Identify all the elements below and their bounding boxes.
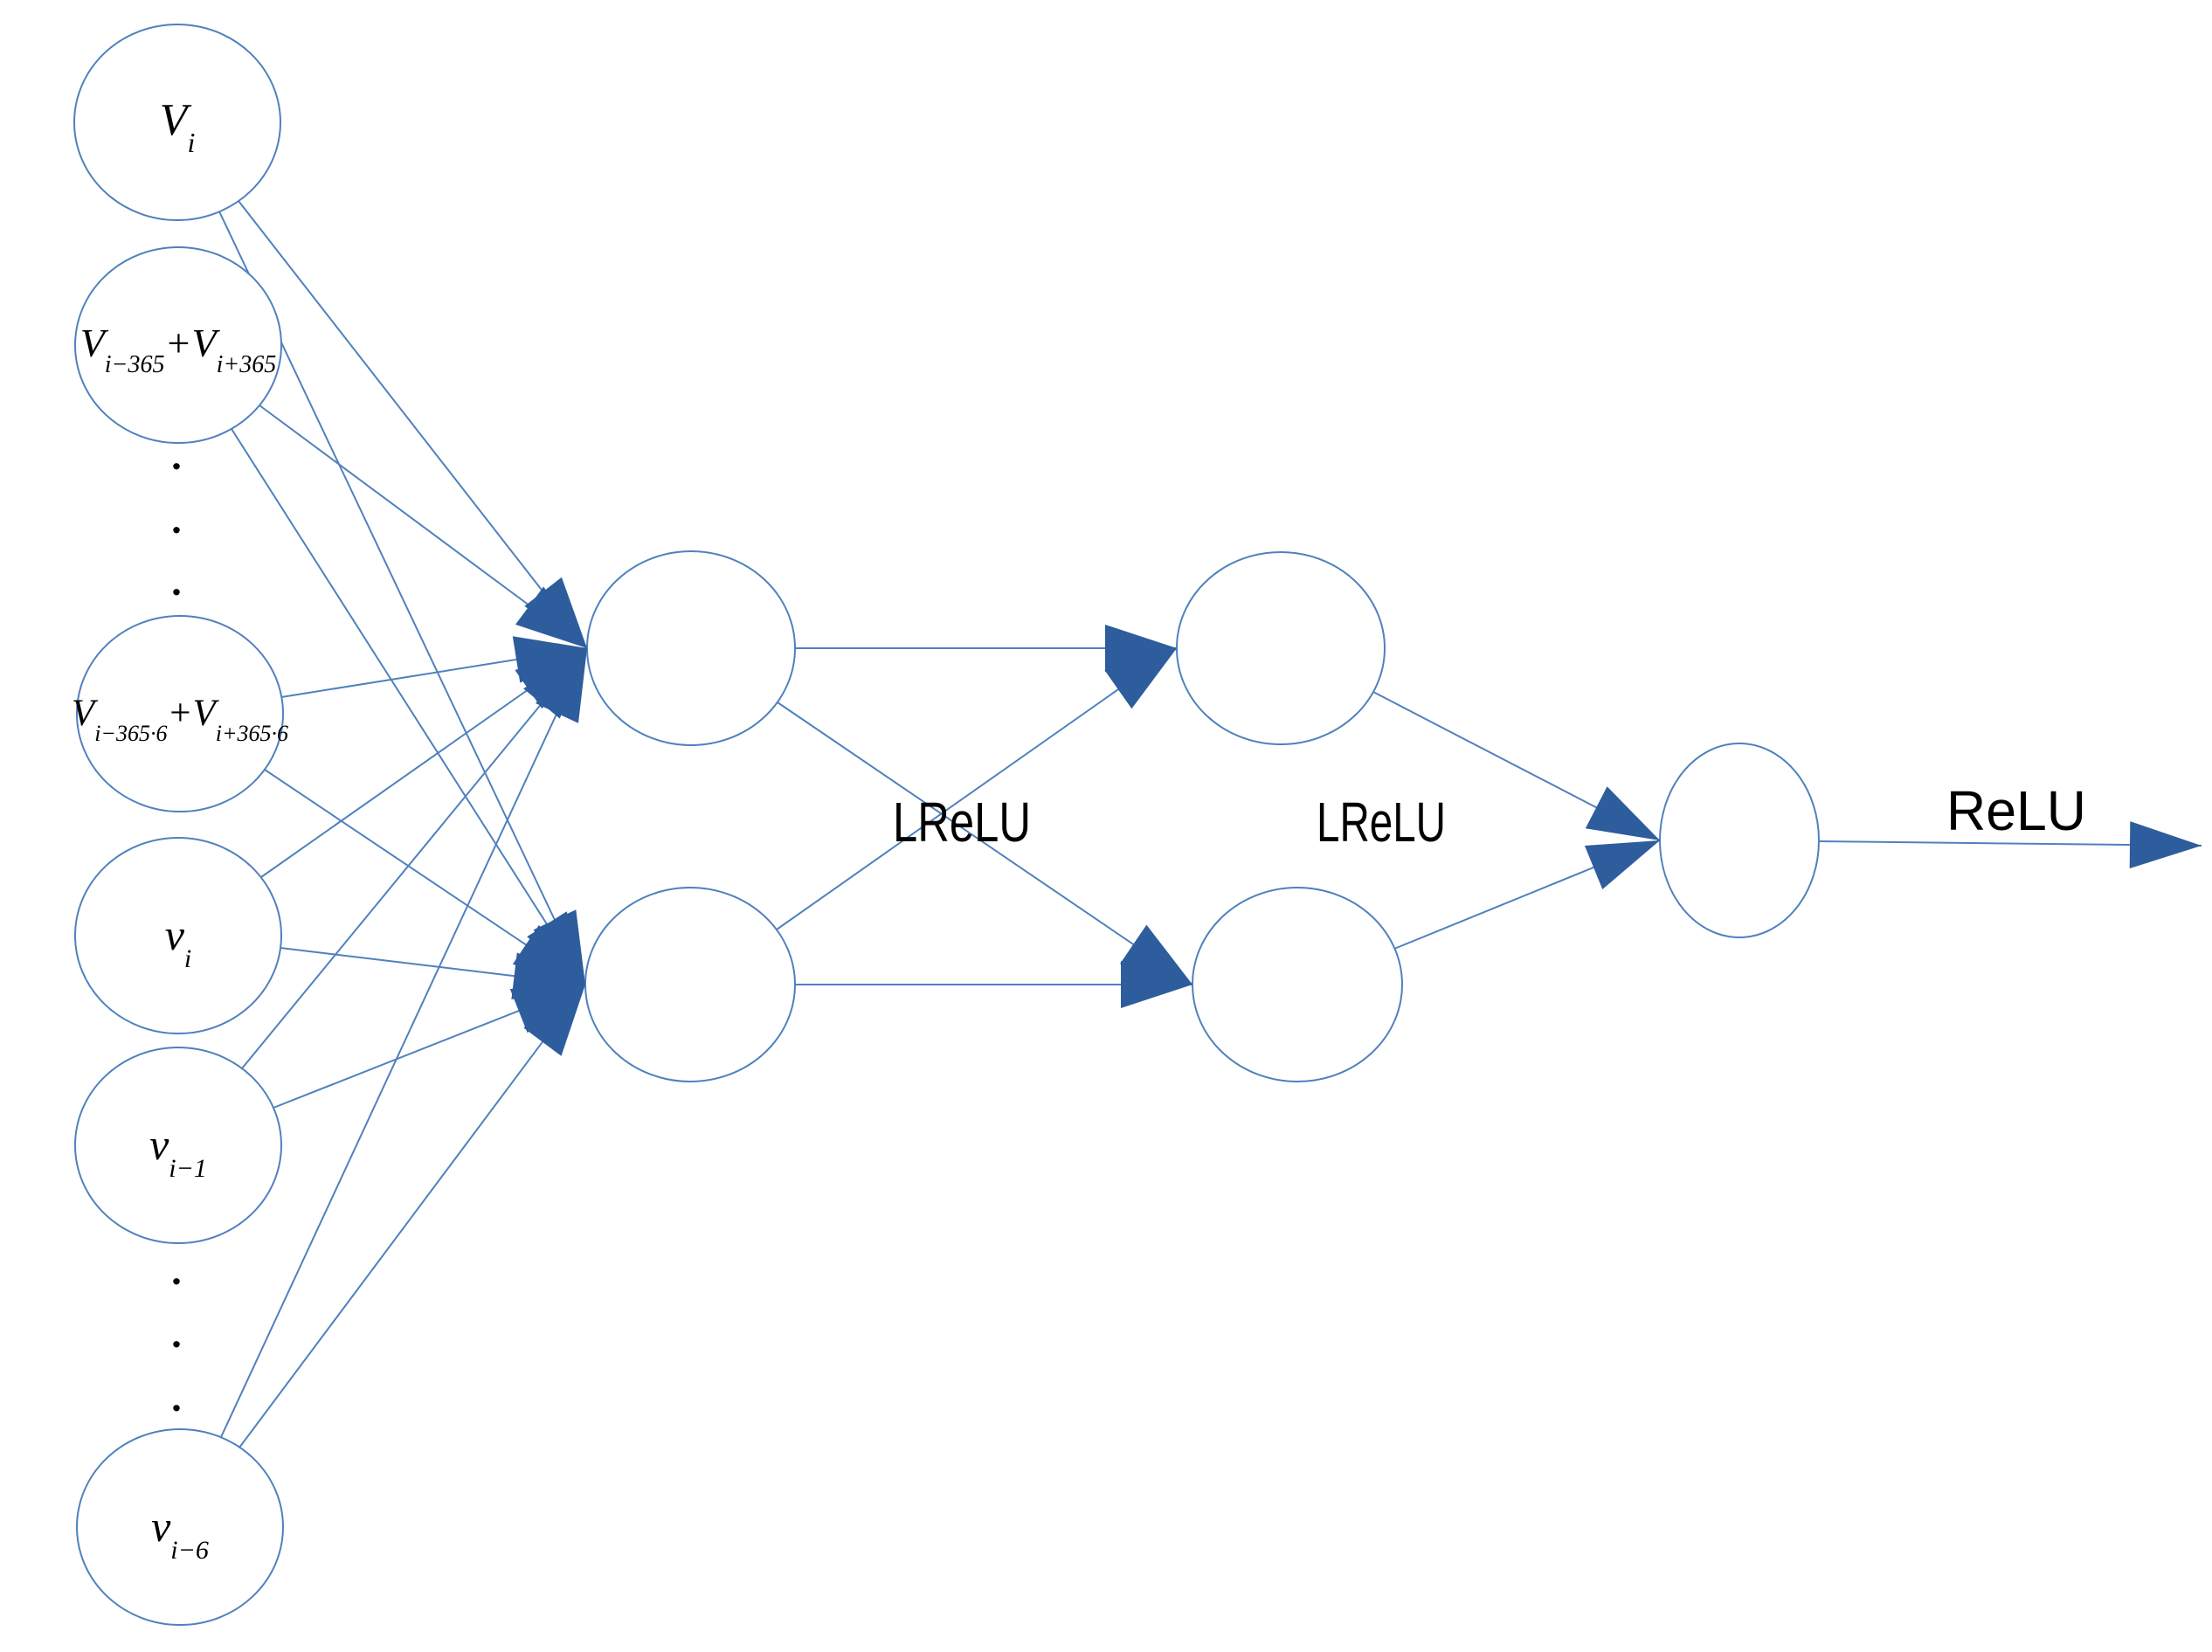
input-node-v365x6 <box>76 615 284 812</box>
hidden1-node-top <box>586 550 796 746</box>
arrowhead <box>509 985 585 1033</box>
arrowhead <box>1104 648 1177 709</box>
arrowhead <box>1120 924 1192 985</box>
input-node-vi <box>73 24 281 221</box>
ellipsis-dot: . <box>171 1311 182 1356</box>
arrowheads-layer <box>509 577 2202 1056</box>
label-vsmall-i: vi <box>165 910 192 973</box>
arrowhead <box>523 985 585 1056</box>
arrowhead <box>1585 786 1660 840</box>
edges-layer <box>218 200 2202 1448</box>
nodes-layer <box>73 24 1820 1626</box>
edge-line <box>776 647 1178 930</box>
edge-line <box>238 200 588 649</box>
edge-line <box>231 428 586 985</box>
input-node-vsmall-i <box>74 837 282 1034</box>
arrowhead <box>2129 821 2202 869</box>
hidden1-node-bottom <box>584 887 796 1082</box>
edge-line <box>777 702 1193 985</box>
activation-label-lrelu-1: LReLU <box>893 791 1031 854</box>
arrowhead <box>536 648 587 723</box>
label-v365: Vi−365+Vi+365 <box>80 321 277 378</box>
arrowhead <box>1121 961 1192 1008</box>
hidden2-node-top <box>1176 551 1386 745</box>
arrowhead <box>515 586 587 648</box>
input-node-vsmall-i-6 <box>76 1428 284 1626</box>
label-v365x6: Vi−365·6+Vi+365·6 <box>72 693 288 746</box>
labels-layer: Vi Vi−365+Vi+365 Vi−365·6+Vi+365·6 vi vi… <box>72 95 2086 1565</box>
ellipsis-dot: . <box>171 1248 182 1293</box>
label-vsmall-i-1: vi−1 <box>149 1120 207 1183</box>
ellipsis-dot: . <box>171 559 182 604</box>
activation-label-relu: ReLU <box>1946 779 2086 842</box>
hidden2-node-bottom <box>1192 887 1403 1082</box>
edge-line <box>238 984 586 1448</box>
arrowhead <box>1584 840 1660 889</box>
ellipsis-dot: . <box>171 433 182 478</box>
edge-line <box>241 647 588 1069</box>
input-node-v365 <box>74 246 282 444</box>
ellipsis-dot: . <box>171 1375 182 1420</box>
label-vi: Vi <box>160 95 196 158</box>
arrowhead <box>1105 625 1177 672</box>
arrowhead <box>512 924 585 985</box>
edge-line <box>220 647 588 1438</box>
input-node-vsmall-i-1 <box>74 1047 282 1244</box>
output-node <box>1659 743 1820 938</box>
label-vsmall-i-6: vi−6 <box>151 1502 209 1565</box>
ellipsis-dot: . <box>171 497 182 542</box>
activation-label-lrelu-2: LReLU <box>1317 791 1446 854</box>
